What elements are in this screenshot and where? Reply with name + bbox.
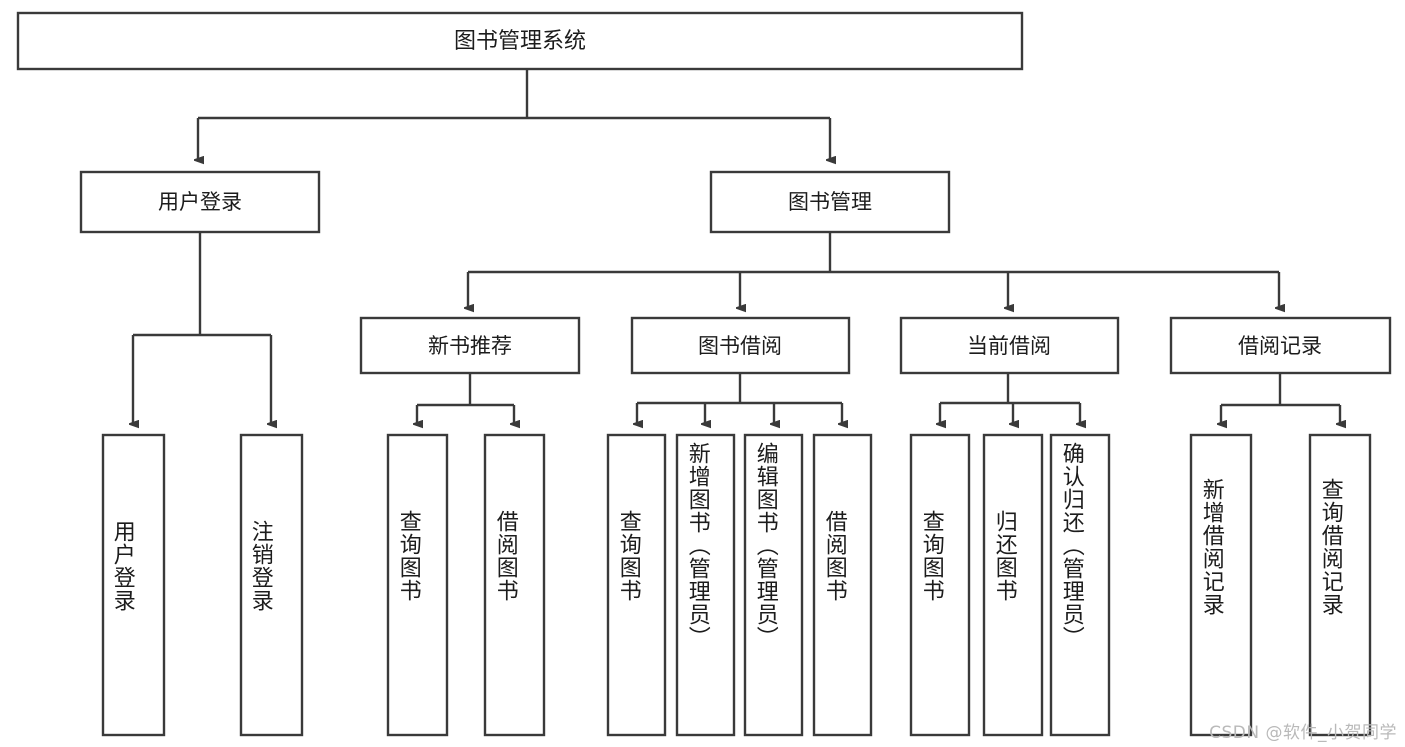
csdn-watermark: CSDN @软件_小贺同学 [1209,723,1397,743]
node-book-management-label: 图书管理 [788,190,872,214]
node-user-login[interactable]: 用户登录 [79,170,321,234]
node-new-book-recommend-box[interactable] [359,316,581,375]
leaf-box-query-book-1[interactable] [386,433,449,737]
leaf-box-user-login[interactable] [101,433,166,737]
leaf-box-query-borrow-record[interactable] [1308,433,1372,737]
node-borrow-record-box[interactable] [1169,316,1392,375]
node-current-borrow-box[interactable] [899,316,1120,375]
leaf-box-logout[interactable] [239,433,304,737]
leaf-box-borrow-book-2[interactable] [812,433,873,737]
node-root-box[interactable] [16,11,1024,71]
leaf-box-confirm-return-admin[interactable] [1049,433,1111,737]
connector-edges [133,69,1340,424]
node-root[interactable]: 图书管理系统 [16,11,1024,71]
leaf-box-return-book[interactable] [982,433,1044,737]
node-book-borrow[interactable]: 图书借阅 [630,316,851,375]
node-book-borrow-label: 图书借阅 [698,334,782,358]
leaf-box-query-book-3[interactable] [909,433,971,737]
node-borrow-record-label: 借阅记录 [1238,334,1322,358]
node-new-book-recommend-label: 新书推荐 [428,334,512,358]
node-book-management[interactable]: 图书管理 [709,170,951,234]
node-user-login-label: 用户登录 [158,190,242,214]
node-book-management-box[interactable] [709,170,951,234]
leaf-box-add-book-admin[interactable] [675,433,736,737]
leaf-box-query-book-2[interactable] [606,433,667,737]
node-current-borrow-label: 当前借阅 [967,334,1051,358]
node-borrow-record[interactable]: 借阅记录 [1169,316,1392,375]
node-user-login-box[interactable] [79,170,321,234]
leaf-node-boxes [101,433,1372,737]
leaf-box-add-borrow-record[interactable] [1189,433,1253,737]
node-new-book-recommend[interactable]: 新书推荐 [359,316,581,375]
node-book-borrow-box[interactable] [630,316,851,375]
node-current-borrow[interactable]: 当前借阅 [899,316,1120,375]
leaf-box-borrow-book-1[interactable] [483,433,546,737]
node-root-label: 图书管理系统 [454,29,586,54]
leaf-box-edit-book-admin[interactable] [743,433,804,737]
